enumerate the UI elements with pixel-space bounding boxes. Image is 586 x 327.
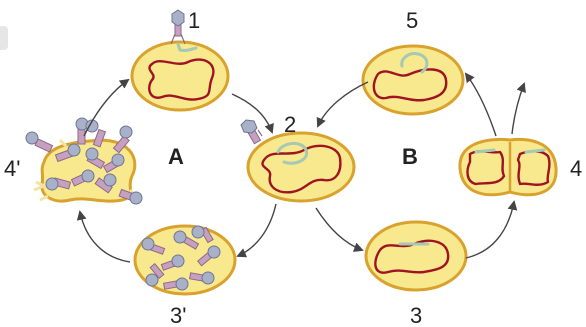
arrow-4-to-5 bbox=[466, 74, 496, 136]
arrow-2-to-3prime bbox=[238, 204, 276, 256]
label-step-5: 5 bbox=[406, 8, 418, 33]
cell-2 bbox=[241, 120, 354, 201]
phage-icon bbox=[241, 120, 262, 144]
phage-icon bbox=[171, 10, 185, 44]
arrow-5-to-2 bbox=[318, 82, 368, 126]
cell-5 bbox=[363, 46, 463, 114]
cell-3-prime bbox=[135, 226, 235, 294]
label-step-1: 1 bbox=[188, 8, 200, 33]
arrow-3-to-4 bbox=[466, 202, 514, 258]
arrow-4-out bbox=[512, 84, 524, 134]
label-step-4: 4 bbox=[570, 156, 582, 181]
cell-4-prime bbox=[26, 118, 142, 204]
arrow-3prime-to-4prime bbox=[80, 212, 130, 262]
arrow-2-to-3 bbox=[316, 208, 362, 250]
cell-4 bbox=[460, 139, 556, 194]
cell-1 bbox=[132, 10, 228, 110]
label-step-4-prime: 4' bbox=[4, 156, 20, 181]
cell-3 bbox=[366, 222, 466, 290]
label-step-3: 3 bbox=[410, 303, 422, 327]
label-cycle-a: A bbox=[168, 144, 184, 169]
label-step-3-prime: 3' bbox=[170, 303, 186, 327]
label-step-2: 2 bbox=[284, 112, 296, 137]
label-cycle-b: B bbox=[402, 144, 418, 169]
